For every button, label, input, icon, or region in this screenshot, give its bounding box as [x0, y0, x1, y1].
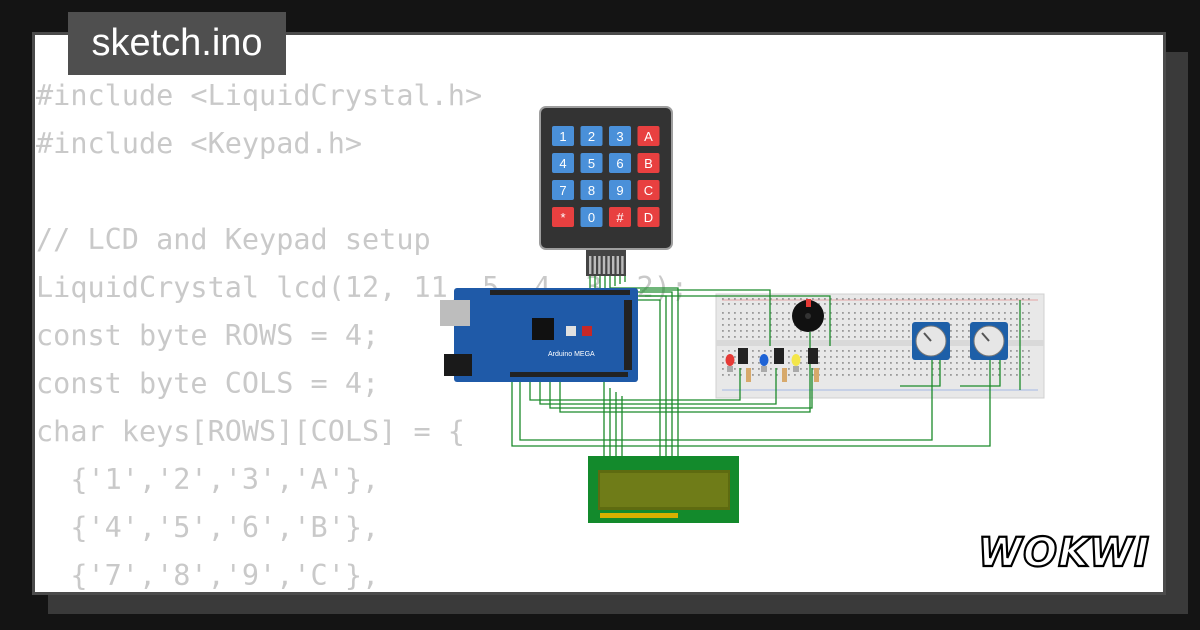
keypad-key-label: 5: [588, 156, 595, 171]
keypad-key-label: B: [644, 156, 653, 171]
keypad-key-label: D: [644, 210, 653, 225]
slide-switches: [738, 348, 818, 364]
wire: [549, 368, 813, 409]
wire: [645, 295, 831, 346]
code-line: {'1','2','3','A'},: [36, 463, 380, 496]
keypad-key[interactable]: 2: [580, 126, 603, 146]
wire: [519, 360, 933, 441]
keypad-key[interactable]: 0: [580, 207, 603, 227]
led: [725, 354, 735, 366]
keypad-key[interactable]: 5: [580, 153, 603, 173]
keypad-key[interactable]: 9: [609, 180, 631, 200]
keypad-4x4: 1 2 3 A 4 5 6 B 7 8 9 C * 0 # D: [539, 106, 673, 276]
keypad-key[interactable]: *: [552, 207, 574, 227]
keypad-key[interactable]: 4: [552, 153, 574, 173]
keypad-key[interactable]: 3: [609, 126, 631, 146]
code-line: #include <Keypad.h>: [36, 127, 363, 160]
wire: [640, 289, 771, 346]
keypad-key[interactable]: A: [637, 126, 660, 146]
wire: [900, 360, 941, 387]
keypad-key[interactable]: 6: [609, 153, 631, 173]
lcd-1602: [588, 456, 739, 523]
buzzer: [792, 299, 824, 332]
wire: [559, 332, 811, 413]
wire: [604, 276, 673, 470]
code-line: {'7','8','9','C'},: [36, 559, 380, 592]
wire: [609, 276, 679, 470]
keypad-key-label: 0: [588, 210, 595, 225]
keypad-key[interactable]: D: [637, 207, 660, 227]
code-line: LiquidCrystal lcd(12, 11, 5, 4, 3, 2);: [36, 271, 689, 304]
keypad-key[interactable]: 8: [580, 180, 603, 200]
keypad-key-label: 1: [559, 129, 566, 144]
wire: [960, 360, 1001, 387]
keypad-key-label: 9: [616, 183, 623, 198]
keypad-key-label: 4: [559, 156, 566, 171]
resistors: [746, 368, 819, 382]
wire: [511, 360, 991, 447]
keypad-key[interactable]: B: [637, 153, 660, 173]
code-preview: #include <LiquidCrystal.h> #include <Keyp…: [36, 72, 688, 600]
keypad-key-label: C: [644, 183, 653, 198]
keypad-key[interactable]: C: [637, 180, 660, 200]
keypad-key[interactable]: 7: [552, 180, 574, 200]
keypad-key-label: A: [644, 129, 653, 144]
potentiometer-2: [970, 322, 1008, 360]
code-line: // LCD and Keypad setup: [36, 223, 431, 256]
keypad-key[interactable]: 1: [552, 126, 574, 146]
code-line: char keys[ROWS][COLS] = {: [36, 415, 465, 448]
code-line: #include <LiquidCrystal.h>: [36, 79, 483, 112]
keypad-key-label: 6: [616, 156, 623, 171]
keypad-key-label: 8: [588, 183, 595, 198]
keypad-key-label: #: [616, 210, 624, 225]
wokwi-logo: WOKWI: [977, 529, 1150, 577]
code-line: {'4','5','6','B'},: [36, 511, 380, 544]
keypad-key-label: 2: [588, 129, 595, 144]
file-tab[interactable]: sketch.ino: [68, 12, 286, 75]
potentiometer-1: [912, 322, 950, 360]
wokwi-logo-text: WOKWI: [978, 530, 1150, 576]
code-line: const byte COLS = 4;: [36, 367, 380, 400]
led: [759, 354, 769, 366]
wire: [529, 368, 741, 401]
keypad-key[interactable]: #: [609, 207, 631, 227]
led-group: [725, 354, 801, 372]
arduino-mega-board: Arduino MEGA: [440, 288, 638, 382]
keypad-key-label: 7: [559, 183, 566, 198]
arduino-label: Arduino MEGA: [548, 351, 595, 358]
keypad-key-label: 3: [616, 129, 623, 144]
code-line: const byte ROWS = 4;: [36, 319, 380, 352]
led: [791, 354, 801, 366]
wire: [539, 368, 777, 405]
keypad-key-label: *: [560, 210, 565, 225]
